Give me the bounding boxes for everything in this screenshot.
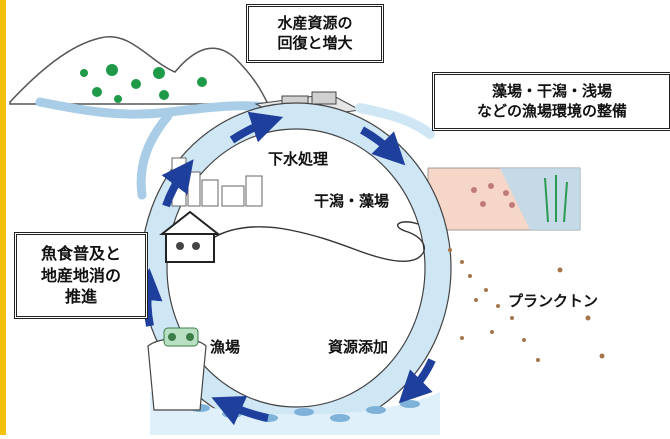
box-restore-line-1: 水産資源の [277, 14, 353, 32]
fishery-island [147, 327, 207, 411]
outflow-channel [355, 103, 435, 139]
label-sewage: 下水処理 [268, 150, 329, 168]
mountain-trees [80, 64, 207, 103]
label-tidal: 干潟・藻場 [314, 192, 390, 210]
coastline [209, 221, 426, 263]
box-promote: 魚食普及と 地産地消の 推進 [14, 232, 148, 319]
label-addition: 資源添加 [328, 338, 389, 356]
box-promote-line-3: 推進 [64, 287, 97, 307]
shallow-water [500, 168, 580, 230]
label-fishery: 漁場 [210, 338, 241, 356]
cycle-ring-inner-outline [166, 128, 426, 408]
label-plankton: プランクトン [508, 292, 599, 310]
mountains [9, 35, 270, 105]
box-restore: 水産資源の 回復と増大 [246, 4, 384, 63]
box-habitat-line-2: などの漁場環境の整備 [476, 102, 627, 121]
city-buildings [171, 157, 263, 207]
box-habitat: 藻場・干潟・浅場 などの漁場環境の整備 [432, 72, 670, 131]
seaweed [544, 175, 568, 223]
box-promote-line-1: 魚食普及と [40, 244, 121, 263]
plankton-specks [448, 248, 605, 362]
accent-bar [0, 0, 6, 435]
tidal-shells [471, 183, 515, 208]
box-promote-line-2: 地産地消の [40, 265, 121, 285]
river-to-ring [136, 111, 173, 200]
box-restore-line-2: 回復と増大 [277, 34, 353, 53]
box-habitat-line-1: 藻場・干潟・浅場 [491, 82, 612, 100]
house-illustration [159, 210, 221, 263]
